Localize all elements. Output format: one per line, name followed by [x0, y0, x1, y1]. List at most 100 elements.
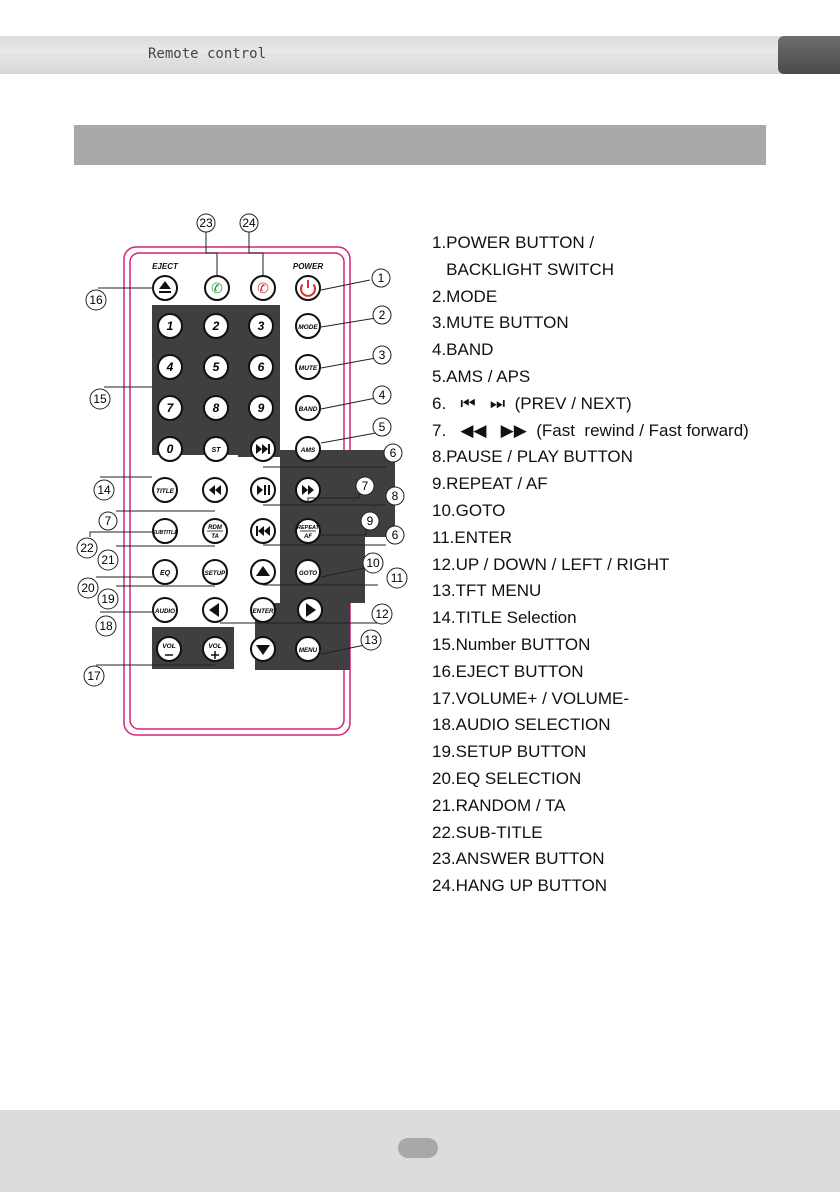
- svg-text:21: 21: [101, 553, 115, 567]
- legend-item: 6. ⏮ ⏭ (PREV / NEXT): [432, 393, 632, 413]
- band-button[interactable]: BAND: [295, 395, 321, 421]
- legend-item: 22.SUB-TITLE: [432, 822, 543, 842]
- key-9[interactable]: 9: [248, 395, 274, 421]
- callout-3: 3: [372, 345, 392, 365]
- random-ta-button[interactable]: RDM TA: [202, 518, 228, 544]
- repeat-af-button[interactable]: REPEAT AF: [295, 518, 321, 544]
- svg-text:SUBTITLE: SUBTITLE: [152, 530, 178, 536]
- svg-text:ENTER: ENTER: [253, 608, 275, 615]
- callout-17: 17: [83, 665, 105, 687]
- svg-text:MENU: MENU: [299, 647, 318, 654]
- rewind-button[interactable]: [202, 477, 228, 503]
- svg-text:19: 19: [101, 592, 115, 606]
- svg-text:BAND: BAND: [299, 406, 318, 413]
- down-button[interactable]: [250, 636, 276, 662]
- play-pause-button[interactable]: [250, 477, 276, 503]
- next-button[interactable]: [250, 436, 276, 462]
- callout-8: 8: [385, 486, 405, 506]
- svg-text:9: 9: [367, 514, 374, 528]
- callout-11: 11: [386, 567, 408, 589]
- key-2[interactable]: 2: [203, 313, 229, 339]
- callout-12: 12: [371, 603, 393, 625]
- eq-button[interactable]: EQ: [152, 559, 178, 585]
- key-5[interactable]: 5: [203, 354, 229, 380]
- key-3[interactable]: 3: [248, 313, 274, 339]
- previous-button[interactable]: [250, 518, 276, 544]
- callout-6b: 6: [385, 525, 405, 545]
- rewind-icon: [209, 485, 221, 495]
- ams-button[interactable]: AMS: [295, 436, 321, 462]
- svg-text:10: 10: [366, 556, 380, 570]
- svg-text:8: 8: [213, 401, 220, 415]
- eject-button[interactable]: [152, 275, 178, 301]
- svg-text:2: 2: [212, 319, 220, 333]
- callout-14: 14: [93, 479, 115, 501]
- goto-button[interactable]: GOTO: [295, 559, 321, 585]
- svg-text:6: 6: [258, 360, 265, 374]
- audio-button[interactable]: AUDIO: [152, 597, 178, 623]
- up-button[interactable]: [250, 559, 276, 585]
- svg-text:2: 2: [379, 308, 386, 322]
- volume-down-button[interactable]: VOL: [156, 636, 182, 662]
- svg-text:1: 1: [378, 271, 385, 285]
- setup-button[interactable]: SETUP: [202, 559, 228, 585]
- legend-item: 15.Number BUTTON: [432, 634, 591, 654]
- svg-text:RDM: RDM: [208, 525, 223, 531]
- svg-text:8: 8: [392, 489, 399, 503]
- svg-text:11: 11: [391, 571, 404, 585]
- key-0[interactable]: 0: [157, 436, 183, 462]
- callout-18: 18: [95, 615, 117, 637]
- left-button[interactable]: [202, 597, 228, 623]
- legend-item: 10.GOTO: [432, 500, 506, 520]
- mode-button[interactable]: MODE: [295, 313, 321, 339]
- title-button[interactable]: TITLE: [152, 477, 178, 503]
- key-4[interactable]: 4: [157, 354, 183, 380]
- svg-text:15: 15: [93, 392, 107, 406]
- key-1[interactable]: 1: [157, 313, 183, 339]
- section-heading-bar: [74, 125, 766, 165]
- right-button[interactable]: [297, 597, 323, 623]
- legend-item: 20.EQ SELECTION: [432, 768, 582, 788]
- eject-icon: [159, 281, 171, 289]
- callout-7b: 7: [98, 511, 118, 531]
- legend-item: 2.MODE: [432, 286, 498, 306]
- callout-2: 2: [372, 305, 392, 325]
- menu-button[interactable]: MENU: [295, 636, 321, 662]
- mute-button[interactable]: MUTE: [295, 354, 321, 380]
- svg-text:7: 7: [167, 401, 175, 415]
- arrow-right-icon: [306, 603, 316, 617]
- plus-icon: [211, 651, 219, 659]
- legend-item: 9.REPEAT / AF: [432, 474, 548, 494]
- key-8[interactable]: 8: [203, 395, 229, 421]
- volume-up-button[interactable]: VOL: [202, 636, 228, 662]
- phone-answer-icon: ✆: [211, 280, 223, 296]
- subtitle-button[interactable]: SUBTITLE: [152, 518, 178, 544]
- hang-up-button[interactable]: ✆: [250, 275, 276, 301]
- key-6[interactable]: 6: [248, 354, 274, 380]
- svg-text:3: 3: [379, 348, 386, 362]
- callout-22: 22: [76, 537, 98, 559]
- svg-text:4: 4: [379, 388, 386, 402]
- svg-text:TA: TA: [211, 534, 219, 540]
- legend-item: 5.AMS / APS: [432, 366, 531, 386]
- key-7[interactable]: 7: [157, 395, 183, 421]
- header-bar: Remote control: [0, 36, 840, 74]
- svg-text:TITLE: TITLE: [156, 488, 175, 495]
- answer-button[interactable]: ✆: [204, 275, 230, 301]
- callout-markers: 23 24 1 2 3 4 5 6 7 8 9 6 10 11 12 13 16…: [76, 213, 408, 687]
- enter-button[interactable]: ENTER: [250, 597, 276, 623]
- legend-item: 11.ENTER: [432, 527, 512, 547]
- footer-bar: [0, 1110, 840, 1192]
- svg-text:0: 0: [167, 442, 174, 456]
- callout-15: 15: [89, 388, 111, 410]
- svg-text:3: 3: [258, 319, 265, 333]
- eject-caption: EJECT: [152, 262, 179, 271]
- st-button[interactable]: ST: [203, 436, 229, 462]
- svg-text:EQ: EQ: [160, 570, 171, 577]
- power-button[interactable]: [295, 275, 321, 301]
- svg-text:18: 18: [99, 619, 113, 633]
- callout-21: 21: [97, 549, 119, 571]
- svg-text:24: 24: [242, 216, 256, 230]
- fast-forward-button[interactable]: [295, 477, 321, 503]
- callout-23: 23: [196, 213, 216, 233]
